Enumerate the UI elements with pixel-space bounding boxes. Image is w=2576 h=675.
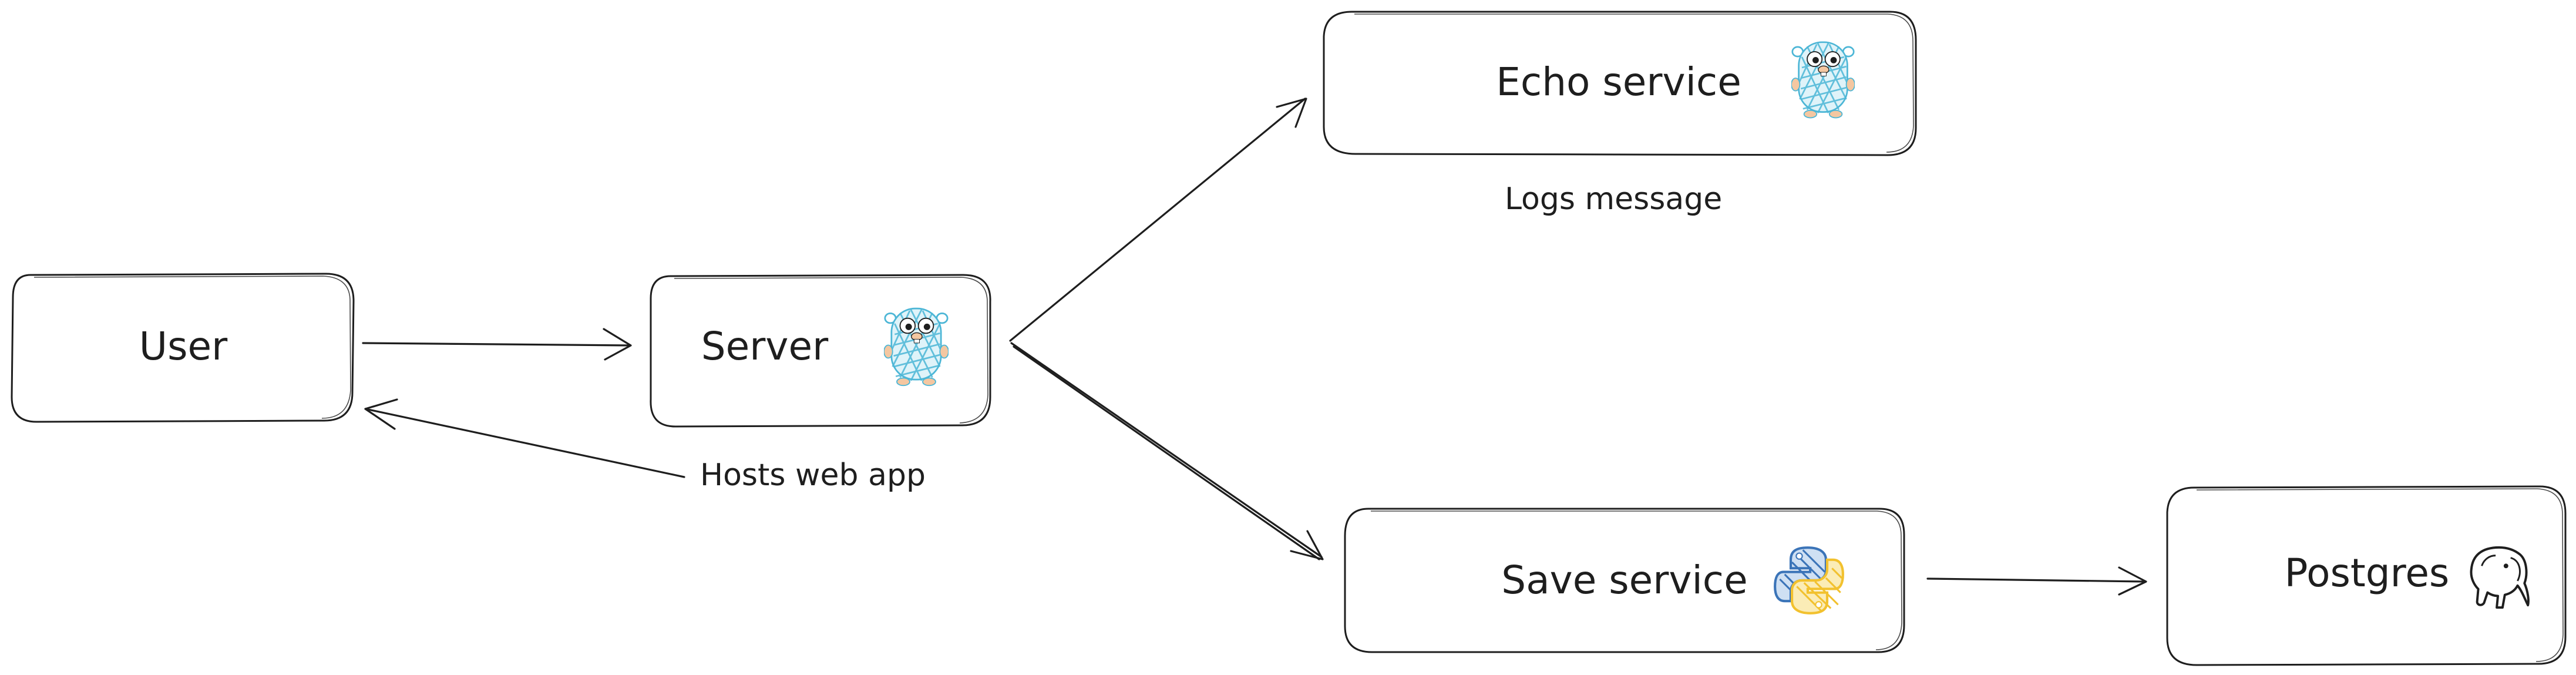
node-user[interactable]: User [11, 273, 355, 423]
edge-server-to-echo [1009, 98, 1307, 342]
note-logs-message: Logs message [1505, 182, 1722, 217]
node-server-label: Server [701, 324, 829, 369]
edge-save-to-postgres [1926, 566, 2147, 596]
node-user-label: User [139, 324, 228, 369]
node-echo-service-label: Echo service [1496, 59, 1741, 105]
edge-user-to-server [362, 328, 632, 361]
node-postgres-label: Postgres [2285, 550, 2450, 596]
edge-server-to-save [1010, 342, 1324, 560]
node-postgres[interactable]: Postgres [2166, 485, 2567, 666]
node-echo-service[interactable]: Echo service [1323, 11, 1917, 156]
node-save-service[interactable]: Save service [1344, 508, 1905, 653]
node-save-service-label: Save service [1501, 558, 1747, 603]
node-server[interactable]: Server [650, 274, 991, 428]
edge-server-to-user [364, 398, 685, 478]
note-hosts-web-app: Hosts web app [700, 458, 926, 493]
